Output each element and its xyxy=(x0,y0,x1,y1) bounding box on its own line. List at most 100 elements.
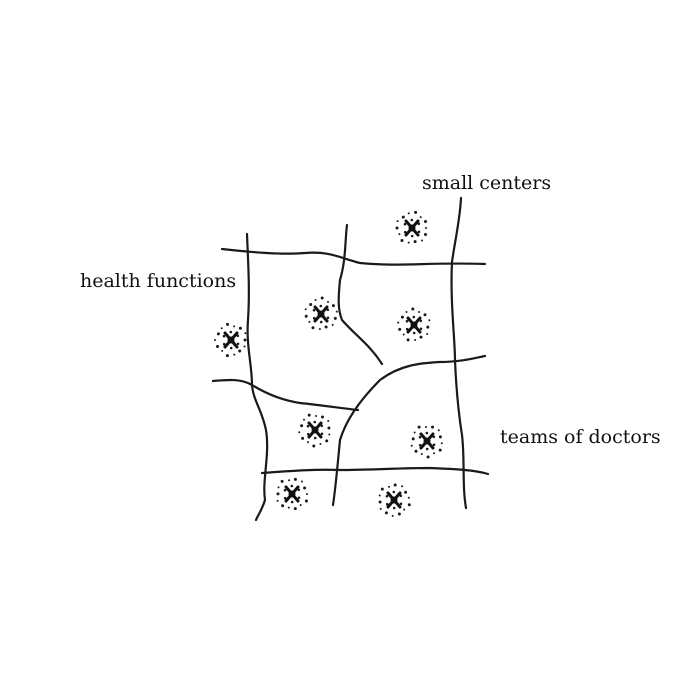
dot xyxy=(378,500,382,504)
dot xyxy=(280,479,284,483)
center-core xyxy=(423,437,431,445)
dot xyxy=(393,483,397,487)
dot xyxy=(425,426,427,428)
dot xyxy=(276,492,280,496)
dot xyxy=(283,488,287,492)
dot xyxy=(221,349,224,352)
center-core xyxy=(390,496,398,504)
dot xyxy=(290,500,294,504)
dot xyxy=(220,327,223,330)
dot xyxy=(419,319,423,323)
dot xyxy=(378,494,381,497)
dot xyxy=(397,512,401,516)
dot xyxy=(283,496,287,500)
dot xyxy=(244,332,247,335)
dot xyxy=(293,477,297,481)
dot xyxy=(306,432,310,436)
health-center-nodes xyxy=(214,210,443,517)
dot xyxy=(385,494,389,498)
dot xyxy=(307,413,311,417)
dot xyxy=(324,325,328,329)
dot xyxy=(328,433,331,436)
dot xyxy=(222,334,226,338)
health-center-node xyxy=(214,322,247,358)
dot xyxy=(327,426,331,430)
dot-ring xyxy=(276,477,308,511)
dot xyxy=(306,493,308,496)
dot xyxy=(311,326,315,330)
dot xyxy=(400,239,404,242)
dot xyxy=(392,506,396,510)
dot xyxy=(312,308,316,312)
dot xyxy=(419,327,423,331)
dot xyxy=(418,443,422,447)
dot xyxy=(301,436,305,440)
dot xyxy=(426,333,429,335)
dot xyxy=(414,449,418,453)
dot xyxy=(432,435,436,439)
dot xyxy=(424,220,427,223)
dot xyxy=(293,507,297,511)
dot xyxy=(405,319,409,323)
dot xyxy=(326,316,330,320)
dot xyxy=(404,490,408,494)
boundary-line-top xyxy=(220,247,487,266)
dot xyxy=(236,342,240,346)
dot xyxy=(287,506,290,509)
dot xyxy=(403,222,407,226)
dot xyxy=(426,455,430,459)
dot xyxy=(410,234,414,238)
dot xyxy=(225,354,229,358)
dot xyxy=(313,436,317,440)
dot xyxy=(417,230,421,234)
dot xyxy=(425,447,429,451)
dot xyxy=(216,345,219,348)
dot xyxy=(277,486,280,489)
dot xyxy=(331,304,335,308)
dot xyxy=(419,335,423,339)
dot xyxy=(304,308,307,311)
dot xyxy=(325,439,329,443)
dot xyxy=(236,334,240,338)
health-center-node xyxy=(395,210,427,244)
dot xyxy=(298,431,301,434)
dot xyxy=(414,210,418,214)
boundary-line-arc xyxy=(331,354,487,507)
dot-ring xyxy=(397,307,431,342)
dot xyxy=(399,502,403,506)
label-small-centers: small centers xyxy=(422,172,551,194)
dot xyxy=(288,479,290,482)
dot xyxy=(303,486,307,490)
dot xyxy=(312,316,316,320)
dot-ring xyxy=(304,296,338,330)
boundary-line-top-inner xyxy=(337,223,384,366)
dot xyxy=(299,504,302,506)
dot xyxy=(420,453,423,455)
dot xyxy=(321,415,324,419)
dot xyxy=(243,345,246,348)
dot xyxy=(412,331,416,335)
dot xyxy=(407,212,410,215)
dot xyxy=(226,322,229,326)
center-core xyxy=(317,310,325,318)
dot xyxy=(400,315,404,319)
dot xyxy=(304,499,308,503)
dot xyxy=(397,321,400,324)
dot xyxy=(238,349,242,353)
dot xyxy=(419,216,422,219)
dot xyxy=(438,435,442,439)
dot xyxy=(437,429,440,432)
dot xyxy=(327,300,329,303)
dot xyxy=(384,511,388,515)
dot xyxy=(333,316,337,320)
dot xyxy=(216,332,220,336)
dot xyxy=(314,299,317,301)
dot xyxy=(308,320,311,323)
dot xyxy=(312,444,316,448)
dot xyxy=(407,241,410,244)
dot xyxy=(407,496,410,499)
dot xyxy=(417,222,421,226)
dot xyxy=(399,494,403,498)
dot xyxy=(309,303,313,306)
